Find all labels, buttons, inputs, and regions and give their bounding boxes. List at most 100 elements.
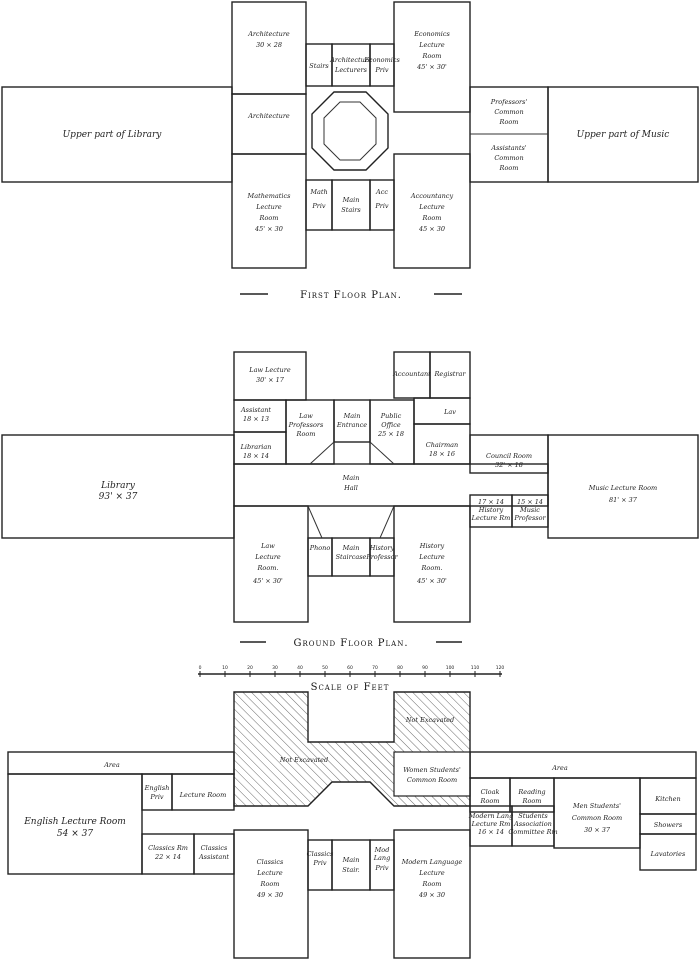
- main-stair-basement: [331, 839, 371, 891]
- basement-lecture-room: [171, 773, 235, 811]
- scale-tick-label: 30: [272, 665, 278, 671]
- scale-tick-label: 110: [471, 665, 480, 671]
- mathematics-lecture-room: [231, 153, 307, 269]
- scale-tick-label: 120: [496, 665, 505, 671]
- accountancy-lecture-room: [393, 153, 471, 269]
- kitchen-label: Kitchen: [654, 795, 680, 803]
- scale-tick-label: 50: [322, 665, 328, 671]
- english-priv-room: [141, 773, 173, 811]
- ground-floor-title: Ground Floor Plan.: [293, 638, 408, 649]
- area-right: [469, 751, 697, 779]
- lav-room: [413, 397, 471, 425]
- architecture-room-mid: [231, 93, 307, 155]
- scale-tick-label: 70: [372, 665, 378, 671]
- women-students-common-room: [393, 751, 471, 797]
- modern-language-lecture-room: [393, 829, 471, 959]
- architecture-mid-label: Architecture: [247, 112, 290, 120]
- area-right-label: Area: [551, 764, 568, 772]
- area-left-label: Area: [103, 761, 120, 769]
- registrar-label: Registrar: [433, 370, 466, 378]
- scale-tick-label: 20: [247, 665, 253, 671]
- scale-tick-label: 80: [397, 665, 403, 671]
- basement-plan: [7, 691, 697, 959]
- scale-tick-label: 40: [297, 665, 303, 671]
- history-lecture-room: [393, 505, 471, 623]
- entrance-chamfer-left: [309, 441, 335, 465]
- women-students-label: Women Students'Common Room: [403, 766, 461, 784]
- english-lecture-room: [7, 773, 143, 875]
- hall-chamfer-right: [379, 505, 395, 539]
- phono-label: Phono: [309, 544, 331, 552]
- students-association-room: [511, 805, 555, 847]
- not-excavated-top-label: Not Excavated: [405, 716, 454, 724]
- council-room: [469, 434, 549, 474]
- lavatories-room: [639, 833, 697, 871]
- octagon-well-inner: [323, 101, 377, 161]
- lavatories-label: Lavatories: [650, 850, 686, 858]
- area-left: [7, 751, 235, 775]
- lecture-room-label: Lecture Room: [179, 791, 227, 799]
- first-floor-plan: [1, 1, 699, 269]
- scale-tick-label: 90: [422, 665, 428, 671]
- upper-library-label: Upper part of Library: [63, 130, 163, 140]
- men-students-common-room: [553, 777, 641, 849]
- ground-floor-plan: [1, 351, 699, 623]
- scale-tick-label: 100: [446, 665, 455, 671]
- scale-tick-label: 0: [199, 665, 202, 671]
- hall-chamfer-left: [307, 505, 323, 539]
- scale-bar: 0 10 20 30 40 50 60 70 80 90 100 110 120: [198, 665, 504, 677]
- scale-tick-label: 10: [222, 665, 228, 671]
- lav-label: Lav: [443, 408, 456, 416]
- scale-tick-label: 60: [347, 665, 353, 671]
- architecture-lecturers-room: [331, 43, 371, 87]
- main-stairs-first-floor: [331, 179, 371, 231]
- showers-label: Showers: [654, 821, 683, 829]
- first-floor-title: First Floor Plan.: [300, 290, 402, 301]
- acc-priv-room: [369, 179, 395, 231]
- accountant-label: Accountant: [392, 370, 431, 378]
- entrance-chamfer-right: [369, 441, 395, 465]
